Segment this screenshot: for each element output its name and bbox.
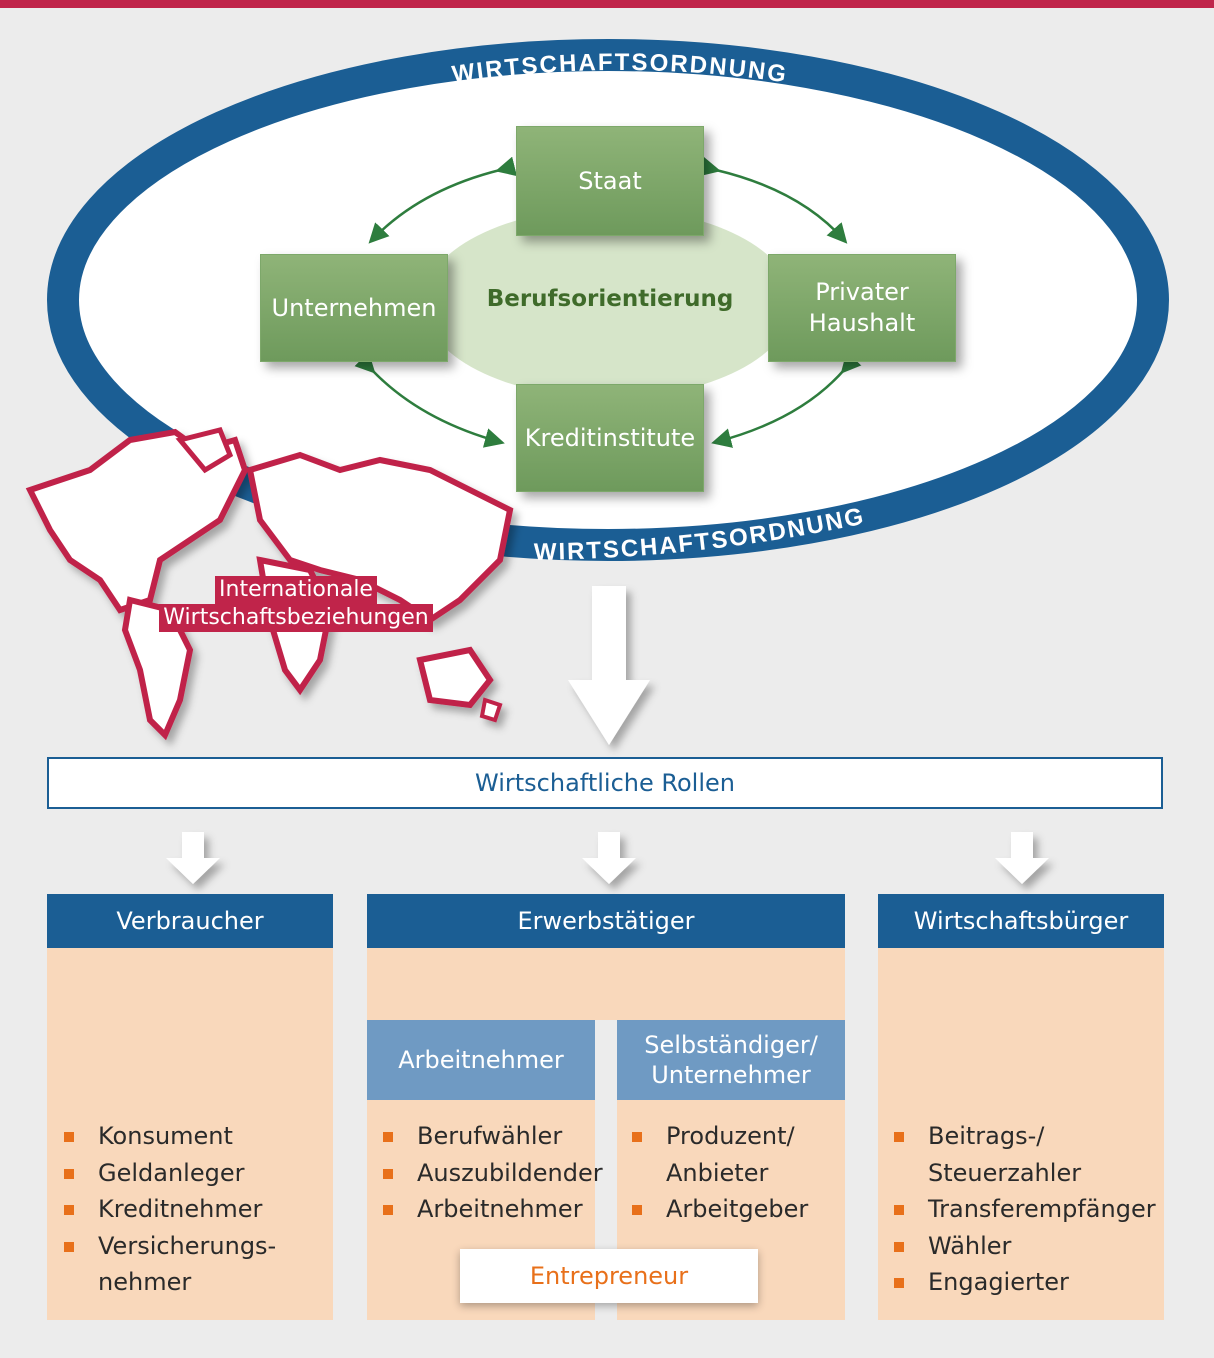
- list-arbeitnehmer: Berufwähler Auszubildender Arbeitnehmer: [383, 1118, 603, 1228]
- bullet-icon: [894, 1241, 904, 1252]
- header-erwerbstaetiger-label: Erwerbstätiger: [517, 907, 695, 935]
- item-text: Anbieter: [666, 1158, 769, 1187]
- entrepreneur-label: Entrepreneur: [529, 1262, 689, 1290]
- box-staat-label: Staat: [578, 166, 642, 195]
- header-erwerbstaetiger: Erwerbstätiger: [367, 894, 845, 948]
- bullet-icon: [383, 1132, 393, 1142]
- bullet-icon: [894, 1205, 904, 1215]
- item-text: Arbeitgeber: [666, 1195, 809, 1223]
- center-label-berufsorientierung: Berufsorientierung: [486, 286, 734, 312]
- arrow-staat-unternehmen: [368, 156, 517, 244]
- header-verbraucher: Verbraucher: [47, 894, 333, 948]
- box-kreditinstitute-label: Kreditinstitute: [524, 423, 696, 452]
- intl-line2: Wirtschaftsbeziehungen: [159, 604, 433, 632]
- bullet-icon: [64, 1168, 74, 1179]
- box-haushalt-line2: Haushalt: [808, 309, 916, 337]
- arrow-unternehmen-kredit: [354, 352, 505, 448]
- item-text: Produzent/: [666, 1122, 795, 1150]
- ring-label-bottom: WIRTSCHAFTSORDNUNG: [534, 502, 868, 566]
- item-text: Engagierter: [928, 1268, 1069, 1296]
- bullet-icon: [64, 1132, 74, 1142]
- main-down-arrow: [568, 586, 650, 745]
- list-verbraucher: Konsument Geldanleger Kreditnehmer Versi…: [64, 1118, 276, 1301]
- arrow-to-erwerbstaetiger: [582, 832, 636, 884]
- roles-bar: Wirtschaftliche Rollen: [47, 757, 1163, 809]
- item-text: Arbeitnehmer: [417, 1195, 583, 1223]
- bullet-icon: [383, 1205, 393, 1215]
- list-item: Transferempfänger: [894, 1191, 1156, 1228]
- list-item: Geldanleger: [64, 1155, 276, 1192]
- arrow-to-wirtschaftsbuerger: [995, 832, 1049, 884]
- intl-line1: Internationale: [215, 576, 377, 604]
- list-item: Produzent/: [632, 1118, 808, 1155]
- list-item: Engagierter: [894, 1264, 1156, 1301]
- box-privater-haushalt: Privater Haushalt: [768, 254, 956, 362]
- box-staat: Staat: [516, 126, 704, 236]
- subheader-arbeitnehmer: Arbeitnehmer: [367, 1020, 595, 1100]
- body-verbraucher: [47, 948, 333, 1320]
- list-item: Wähler: [894, 1228, 1156, 1265]
- list-item-continuation: Anbieter: [632, 1155, 808, 1192]
- subheader-selbstaendiger: Selbständiger/ Unternehmer: [617, 1020, 845, 1100]
- list-item-continuation: nehmer: [64, 1264, 276, 1301]
- list-item: Konsument: [64, 1118, 276, 1155]
- header-verbraucher-label: Verbraucher: [116, 907, 264, 935]
- header-wirtschaftsbuerger: Wirtschaftsbürger: [878, 894, 1164, 948]
- box-unternehmen-label: Unternehmen: [271, 293, 437, 322]
- subheader-arbeitnehmer-label: Arbeitnehmer: [398, 1046, 564, 1074]
- roles-title: Wirtschaftliche Rollen: [475, 769, 735, 797]
- bullet-icon: [632, 1205, 642, 1215]
- header-wirtschaftsbuerger-label: Wirtschaftsbürger: [913, 907, 1129, 935]
- list-item-continuation: Steuerzahler: [894, 1155, 1156, 1192]
- career-orientation-ellipse: [423, 208, 793, 398]
- arrow-staat-haushalt: [699, 156, 848, 244]
- box-kreditinstitute: Kreditinstitute: [516, 384, 704, 492]
- arrow-haushalt-kredit: [711, 352, 862, 448]
- box-haushalt-line1: Privater: [815, 278, 909, 306]
- list-item: Arbeitgeber: [632, 1191, 808, 1228]
- list-item: Berufwähler: [383, 1118, 603, 1155]
- bullet-icon: [894, 1278, 904, 1288]
- bullet-icon: [64, 1205, 74, 1215]
- item-text: Auszubildender: [417, 1158, 603, 1187]
- ring-label-bottom-text: WIRTSCHAFTSORDNUNG: [534, 502, 866, 566]
- body-wirtschaftsbuerger: [878, 948, 1164, 1320]
- international-relations-label: Internationale Wirtschaftsbeziehungen: [152, 576, 440, 632]
- item-text: Geldanleger: [98, 1158, 245, 1187]
- subheader-selbst-line1: Selbständiger/: [644, 1031, 818, 1059]
- subheader-selbst-line2: Unternehmer: [651, 1061, 811, 1089]
- list-item: Arbeitnehmer: [383, 1191, 603, 1228]
- top-accent-bar: [0, 0, 1214, 8]
- list-item: Versicherungs-: [64, 1228, 276, 1265]
- bullet-icon: [64, 1241, 74, 1252]
- bullet-icon: [632, 1132, 642, 1142]
- item-text: Steuerzahler: [928, 1158, 1082, 1187]
- item-text: Beitrags-/: [928, 1122, 1045, 1150]
- entrepreneur-box: Entrepreneur: [460, 1249, 758, 1303]
- arrow-to-verbraucher: [166, 832, 220, 884]
- item-text: Transferempfänger: [928, 1195, 1156, 1223]
- list-item: Auszubildender: [383, 1155, 603, 1192]
- box-unternehmen: Unternehmen: [260, 254, 448, 362]
- item-text: Kreditnehmer: [98, 1195, 263, 1223]
- item-text: Berufwähler: [417, 1122, 563, 1150]
- bullet-icon: [894, 1132, 904, 1142]
- item-text: nehmer: [98, 1268, 192, 1296]
- list-item: Kreditnehmer: [64, 1191, 276, 1228]
- item-text: Versicherungs-: [98, 1231, 277, 1260]
- item-text: Konsument: [98, 1122, 233, 1150]
- list-selbstaendiger: Produzent/ Anbieter Arbeitgeber: [632, 1118, 808, 1228]
- bullet-icon: [383, 1168, 393, 1179]
- list-item: Beitrags-/: [894, 1118, 1156, 1155]
- item-text: Wähler: [928, 1231, 1012, 1260]
- body-erwerbstaetiger-gap: [595, 948, 617, 1020]
- list-wirtschaftsbuerger: Beitrags-/ Steuerzahler Transferempfänge…: [894, 1118, 1156, 1301]
